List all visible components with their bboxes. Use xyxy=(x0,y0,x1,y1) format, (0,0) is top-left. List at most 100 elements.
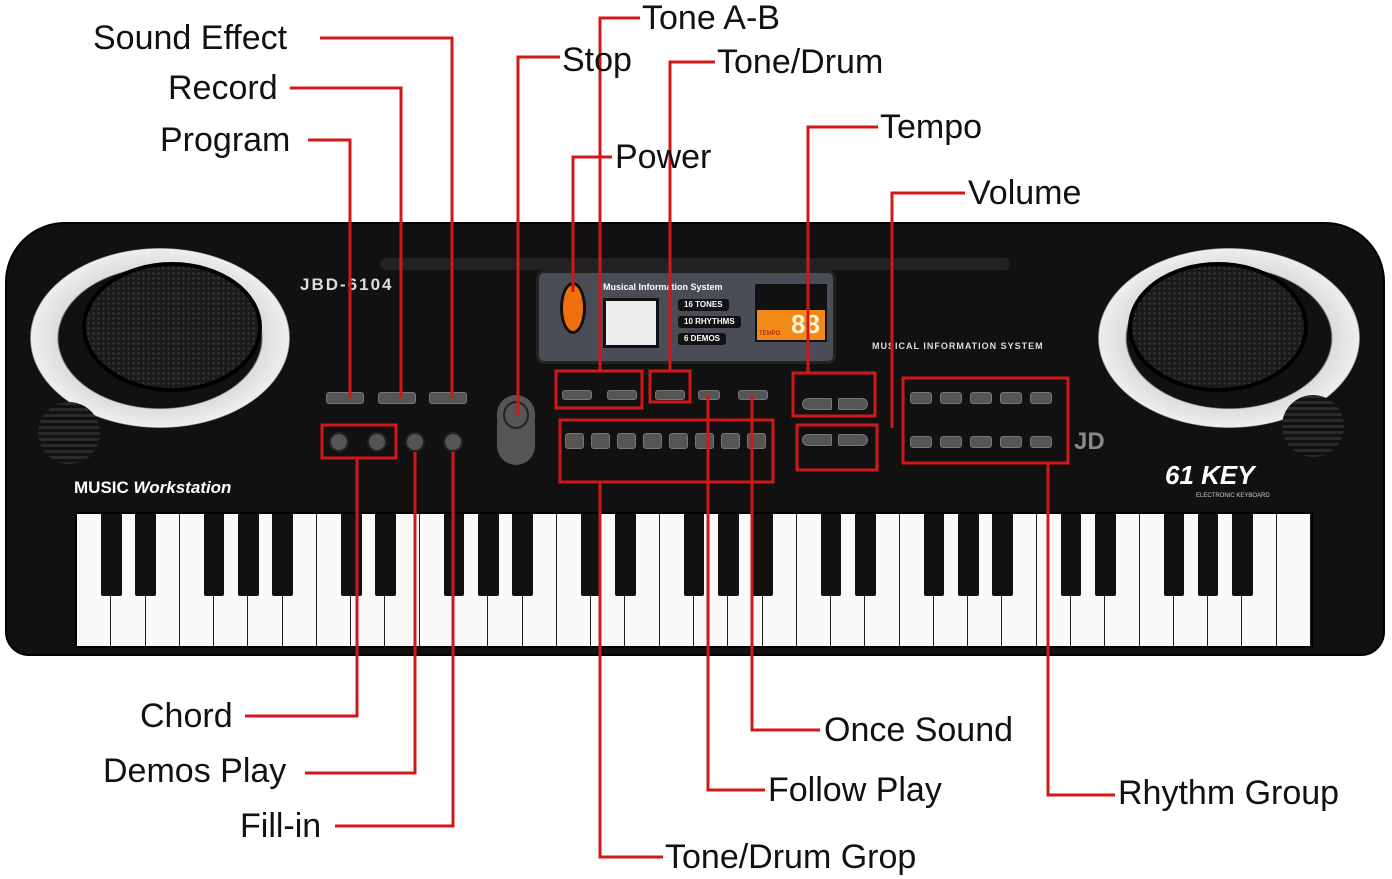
music-stand-slot xyxy=(380,258,1010,270)
leader-record xyxy=(290,86,403,398)
label-chord: Chord xyxy=(140,697,233,735)
chord-button-2[interactable] xyxy=(367,432,387,452)
rhythm-buttons-row-2 xyxy=(910,436,1060,448)
brand-label: MUSIC Workstation xyxy=(74,479,231,496)
black-key[interactable] xyxy=(135,514,156,596)
black-key[interactable] xyxy=(478,514,499,596)
label-program: Program xyxy=(160,121,291,159)
tempo-down-button[interactable] xyxy=(802,398,832,410)
leader-tone-ab xyxy=(598,16,640,372)
rhythm-button[interactable] xyxy=(910,392,932,404)
tone-a-button[interactable] xyxy=(562,390,592,400)
box-tempo xyxy=(791,371,877,418)
leader-once-sound xyxy=(750,396,820,732)
tone-drum-button[interactable] xyxy=(669,433,688,449)
rhythm-buttons-row-1 xyxy=(910,392,1060,404)
rhythm-button[interactable] xyxy=(940,436,962,448)
leader-volume xyxy=(890,191,965,428)
black-key[interactable] xyxy=(272,514,293,596)
black-key[interactable] xyxy=(238,514,259,596)
black-key[interactable] xyxy=(923,514,945,596)
black-key[interactable] xyxy=(375,514,396,596)
black-key[interactable] xyxy=(820,514,842,596)
volume-up-button[interactable] xyxy=(838,434,868,446)
box-volume xyxy=(795,423,879,472)
label-follow-play: Follow Play xyxy=(768,771,942,809)
lcd-backlight xyxy=(757,310,825,340)
black-key[interactable] xyxy=(580,514,602,596)
fill-in-button[interactable] xyxy=(443,432,463,452)
program-button[interactable] xyxy=(326,392,364,404)
label-fill-in: Fill-in xyxy=(240,807,322,845)
right-small-grill xyxy=(1282,395,1344,457)
black-key[interactable] xyxy=(717,514,739,596)
sound-effect-button[interactable] xyxy=(429,392,467,404)
tone-drum-button[interactable] xyxy=(721,433,740,449)
rhythm-button[interactable] xyxy=(1000,436,1022,448)
black-key[interactable] xyxy=(1095,514,1116,596)
brand-bold: MUSIC xyxy=(74,478,129,497)
rhythm-button[interactable] xyxy=(970,392,992,404)
label-tone-drum-group: Tone/Drum Grop xyxy=(665,838,917,876)
leader-demos-play xyxy=(305,452,417,775)
rhythm-button[interactable] xyxy=(910,436,932,448)
tone-b-button[interactable] xyxy=(607,390,637,400)
lcd-value: 88 xyxy=(791,309,820,339)
panel-caption: MUSICAL INFORMATION SYSTEM xyxy=(872,341,1044,351)
box-tone-drum-group xyxy=(558,418,775,484)
record-button[interactable] xyxy=(378,392,416,404)
tones-badge: 16 TONES xyxy=(678,299,729,311)
chord-button-1[interactable] xyxy=(329,432,349,452)
demos-badge: 6 DEMOS xyxy=(678,333,727,345)
lcd-label: TEMPO xyxy=(759,331,781,337)
left-small-grill xyxy=(38,402,100,464)
demos-play-button[interactable] xyxy=(405,432,425,452)
tone-drum-button[interactable] xyxy=(565,433,584,449)
rhythm-button[interactable] xyxy=(1000,392,1022,404)
tone-drum-button[interactable] xyxy=(591,433,610,449)
label-rhythm-group: Rhythm Group xyxy=(1118,774,1340,812)
key-subtitle: ELECTRONIC KEYBOARD xyxy=(1196,493,1270,499)
black-key[interactable] xyxy=(752,514,773,596)
black-key[interactable] xyxy=(683,514,705,596)
label-power: Power xyxy=(615,138,712,176)
rhythm-button[interactable] xyxy=(1030,392,1052,404)
label-record: Record xyxy=(168,69,278,107)
label-stop: Stop xyxy=(562,41,632,79)
black-key[interactable] xyxy=(855,514,876,596)
box-chord xyxy=(320,423,398,460)
rhythm-button[interactable] xyxy=(970,436,992,448)
volume-down-button[interactable] xyxy=(802,434,832,446)
box-tone-drum xyxy=(648,369,692,404)
black-key[interactable] xyxy=(1163,514,1185,596)
model-number: JBD-6104 xyxy=(300,275,394,294)
box-rhythm-group xyxy=(901,376,1070,465)
black-key[interactable] xyxy=(992,514,1013,596)
tone-drum-button[interactable] xyxy=(643,433,662,449)
box-tone-ab xyxy=(554,369,644,410)
white-key[interactable] xyxy=(1276,514,1311,646)
black-key[interactable] xyxy=(100,514,122,596)
tone-drum-button[interactable] xyxy=(617,433,636,449)
leader-chord xyxy=(245,458,359,718)
black-key[interactable] xyxy=(615,514,636,596)
black-key[interactable] xyxy=(512,514,533,596)
label-tempo: Tempo xyxy=(880,108,983,146)
tempo-up-button[interactable] xyxy=(838,398,868,410)
rhythm-button[interactable] xyxy=(1030,436,1052,448)
black-key[interactable] xyxy=(203,514,225,596)
black-key[interactable] xyxy=(1060,514,1082,596)
label-volume: Volume xyxy=(968,174,1082,212)
rhythm-button[interactable] xyxy=(940,392,962,404)
leader-sound-effect xyxy=(320,36,454,398)
leader-follow-play xyxy=(706,396,765,792)
black-key[interactable] xyxy=(957,514,979,596)
brand-italic: Workstation xyxy=(133,478,232,497)
brand-logo: JD xyxy=(1074,428,1105,455)
stop-button[interactable] xyxy=(503,401,529,429)
black-key[interactable] xyxy=(1197,514,1219,596)
rhythms-badge: 10 RHYTHMS xyxy=(678,316,741,328)
black-key[interactable] xyxy=(1232,514,1253,596)
tone-drum-button[interactable] xyxy=(655,390,685,400)
